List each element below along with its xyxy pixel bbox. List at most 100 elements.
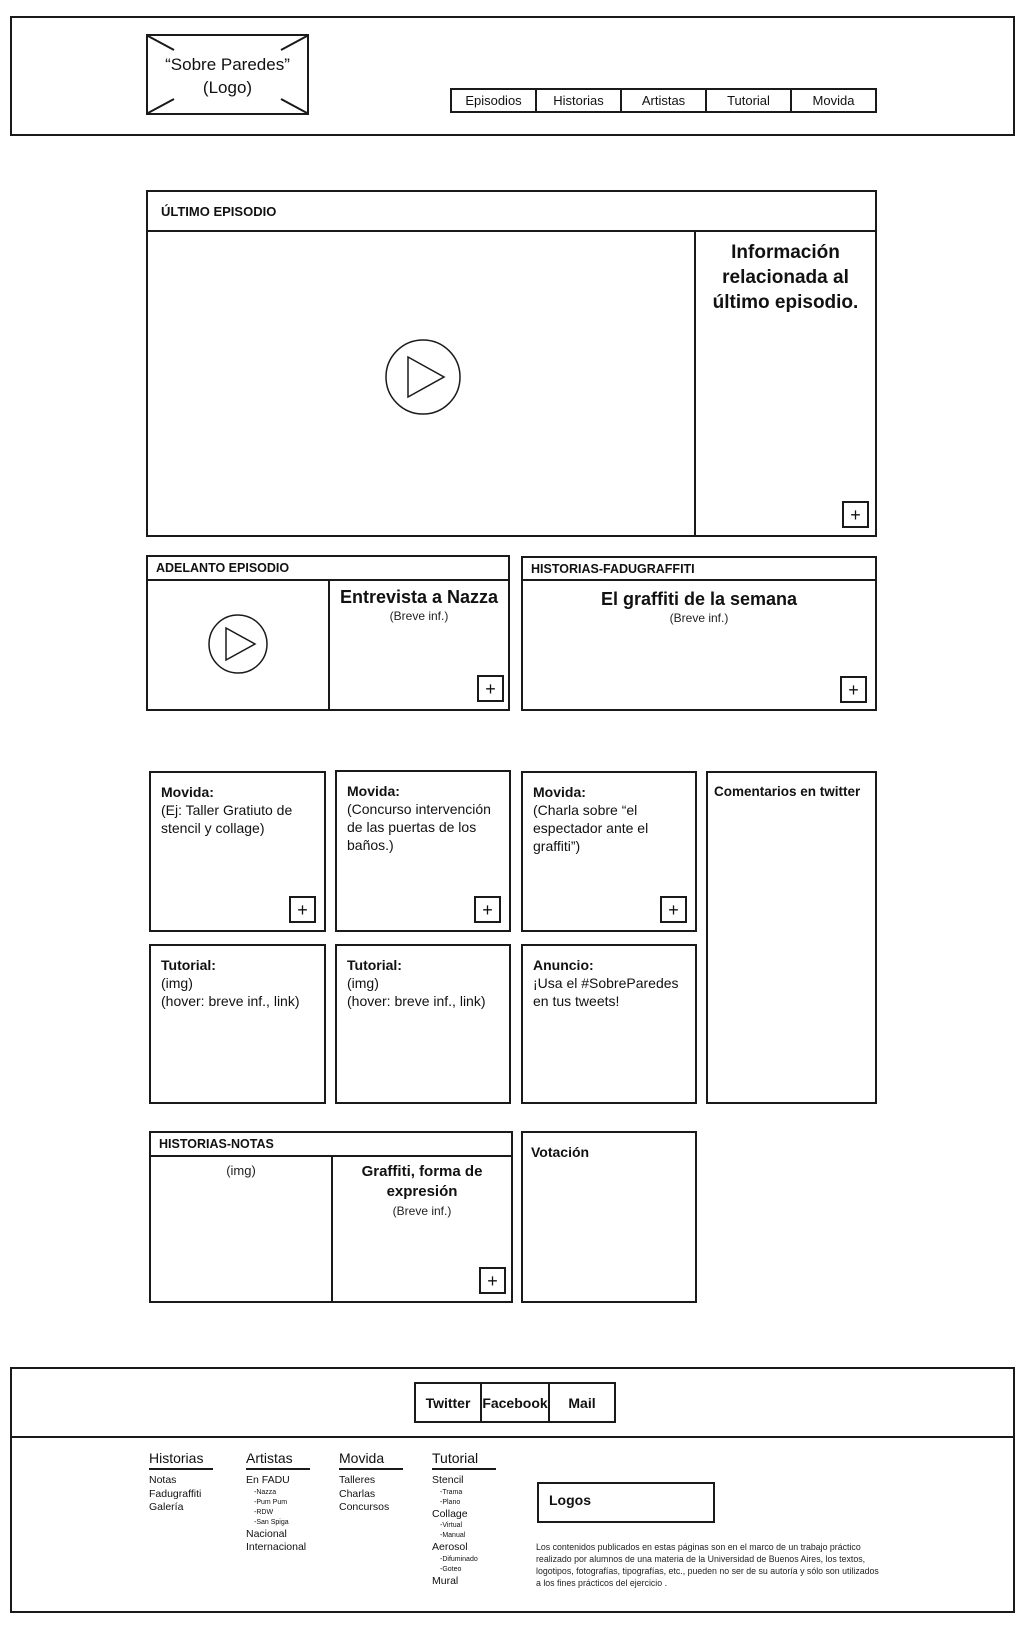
card-text: ¡Usa el #SobreParedes en tus tweets! bbox=[533, 975, 679, 1009]
adelanto-episodio-panel: ADELANTO EPISODIO Entrevista a Nazza (Br… bbox=[146, 555, 510, 711]
footer-link[interactable]: En FADU bbox=[246, 1474, 290, 1486]
historias-fadugraffiti-panel: HISTORIAS-FADUGRAFFITI El graffiti de la… bbox=[521, 556, 877, 711]
card-text: (Charla sobre “el espectador ante el gra… bbox=[533, 802, 649, 854]
divider bbox=[694, 232, 696, 535]
tutorial-card[interactable]: Tutorial: (img) (hover: breve inf., link… bbox=[335, 944, 511, 1104]
footer-link[interactable]: Stencil bbox=[432, 1474, 464, 1486]
panel-title: HISTORIAS-NOTAS bbox=[151, 1133, 511, 1157]
footer-sublink[interactable]: -Manual bbox=[440, 1532, 466, 1539]
twitter-comments-panel: Comentarios en twitter bbox=[706, 771, 877, 1104]
brief-info: (Breve inf.) bbox=[392, 1204, 452, 1218]
expand-plus-button[interactable]: + bbox=[842, 501, 869, 528]
expand-plus-button[interactable]: + bbox=[660, 896, 687, 923]
play-icon[interactable] bbox=[207, 613, 269, 675]
movida-card[interactable]: Movida: (Concurso intervención de las pu… bbox=[335, 770, 511, 932]
headline-line: Graffiti, forma de bbox=[361, 1163, 483, 1180]
tutorial-card[interactable]: Tutorial: (img) (hover: breve inf., link… bbox=[149, 944, 326, 1104]
info-line: último episodio. bbox=[712, 292, 859, 313]
card-label: Tutorial: bbox=[161, 957, 216, 973]
mail-button[interactable]: Mail bbox=[550, 1384, 616, 1421]
footer-link[interactable]: Notas bbox=[149, 1474, 177, 1486]
card-label: Movida: bbox=[161, 784, 214, 800]
logo-line-2: (Logo) bbox=[202, 78, 253, 97]
movida-card[interactable]: Movida: (Ej: Taller Gratiuto de stencil … bbox=[149, 771, 326, 932]
footer-sublink[interactable]: -Trama bbox=[440, 1488, 463, 1496]
nav-tab-artistas[interactable]: Artistas bbox=[622, 90, 707, 111]
footer-heading[interactable]: Historias bbox=[149, 1450, 213, 1470]
panel-title: ÚLTIMO EPISODIO bbox=[148, 192, 875, 232]
social-links: Twitter Facebook Mail bbox=[414, 1382, 616, 1423]
twitter-button[interactable]: Twitter bbox=[416, 1384, 482, 1421]
logo-text: “Sobre Paredes” (Logo) bbox=[148, 53, 307, 99]
brief-info: (Breve inf.) bbox=[389, 609, 449, 623]
info-line: relacionada al bbox=[722, 267, 849, 288]
footer-link[interactable]: Fadugraffiti bbox=[149, 1487, 202, 1500]
footer-sublink[interactable]: -Plano bbox=[440, 1498, 461, 1506]
logo-placeholder[interactable]: “Sobre Paredes” (Logo) bbox=[146, 34, 309, 115]
footer-column-historias: Historias Notas Fadugraffiti Galería bbox=[149, 1450, 213, 1515]
footer-link[interactable]: Galería bbox=[149, 1501, 184, 1513]
footer-sublink[interactable]: -Nazza bbox=[254, 1488, 277, 1496]
card-text: (Ej: Taller Gratiuto de stencil y collag… bbox=[161, 802, 293, 836]
footer-sublink[interactable]: -Virtual bbox=[440, 1522, 463, 1529]
card-text: (Concurso intervención de las puertas de… bbox=[347, 801, 491, 853]
main-nav: Episodios Historias Artistas Tutorial Mo… bbox=[450, 88, 877, 113]
card-label: Movida: bbox=[347, 783, 400, 799]
footer-link[interactable]: Nacional bbox=[246, 1527, 287, 1540]
card-text: (img) (hover: breve inf., link) bbox=[347, 975, 486, 1009]
expand-plus-button[interactable]: + bbox=[479, 1267, 506, 1294]
footer-link[interactable]: Charlas bbox=[339, 1487, 376, 1500]
video-player[interactable] bbox=[148, 581, 328, 709]
card-label: Tutorial: bbox=[347, 957, 402, 973]
footer-column-artistas: Artistas En FADU -Nazza -Pum Pum -RDW -S… bbox=[246, 1450, 310, 1555]
panel-title: HISTORIAS-FADUGRAFFITI bbox=[523, 558, 875, 581]
play-icon[interactable] bbox=[384, 338, 462, 416]
footer-link[interactable]: Talleres bbox=[339, 1474, 376, 1486]
image-placeholder: (img) bbox=[226, 1163, 256, 1178]
footer-heading[interactable]: Tutorial bbox=[432, 1450, 496, 1470]
footer-social-bar bbox=[10, 1367, 1015, 1438]
headline: Entrevista a Nazza bbox=[339, 587, 499, 607]
expand-plus-button[interactable]: + bbox=[477, 675, 504, 702]
expand-plus-button[interactable]: + bbox=[474, 896, 501, 923]
footer-sublink[interactable]: -San Spiga bbox=[254, 1518, 289, 1526]
image-placeholder-icon bbox=[148, 36, 307, 113]
historias-notas-panel: HISTORIAS-NOTAS (img) Graffiti, forma de… bbox=[149, 1131, 513, 1303]
divider bbox=[331, 1157, 333, 1301]
footer-link[interactable]: Concursos bbox=[339, 1501, 390, 1513]
nav-tab-movida[interactable]: Movida bbox=[792, 90, 877, 111]
footer-link[interactable]: Internacional bbox=[246, 1541, 307, 1553]
movida-card[interactable]: Movida: (Charla sobre “el espectador ant… bbox=[521, 771, 697, 932]
ultimo-episodio-panel: ÚLTIMO EPISODIO Información relacionada … bbox=[146, 190, 877, 537]
nav-tab-episodios[interactable]: Episodios bbox=[452, 90, 537, 111]
footer-sublink[interactable]: -Goteo bbox=[440, 1565, 462, 1573]
panel-title: ADELANTO EPISODIO bbox=[148, 557, 508, 581]
related-info-text: Información relacionada al último episod… bbox=[696, 240, 875, 315]
info-line: Información bbox=[731, 242, 840, 263]
card-label: Movida: bbox=[533, 784, 586, 800]
footer-sublink[interactable]: -Difuminado bbox=[440, 1555, 478, 1563]
site-header bbox=[10, 16, 1015, 136]
disclaimer-text: Los contenidos publicados en estas págin… bbox=[536, 1542, 879, 1588]
footer-heading[interactable]: Artistas bbox=[246, 1450, 310, 1470]
nav-tab-historias[interactable]: Historias bbox=[537, 90, 622, 111]
facebook-button[interactable]: Facebook bbox=[482, 1384, 550, 1421]
footer-sublink[interactable]: -RDW bbox=[254, 1508, 274, 1516]
footer-link[interactable]: Aerosol bbox=[432, 1541, 468, 1553]
nav-tab-tutorial[interactable]: Tutorial bbox=[707, 90, 792, 111]
card-text: (img) (hover: breve inf., link) bbox=[161, 975, 300, 1009]
card-label: Anuncio: bbox=[533, 957, 594, 973]
footer-sublink[interactable]: -Pum Pum bbox=[254, 1498, 288, 1506]
logos-placeholder: Logos bbox=[537, 1482, 715, 1523]
expand-plus-button[interactable]: + bbox=[289, 896, 316, 923]
panel-title: Comentarios en twitter bbox=[714, 784, 861, 799]
footer-link[interactable]: Mural bbox=[432, 1574, 459, 1587]
footer-link[interactable]: Collage bbox=[432, 1507, 468, 1520]
expand-plus-button[interactable]: + bbox=[840, 676, 867, 703]
footer-column-tutorial: Tutorial Stencil -Trama -Plano Collage -… bbox=[432, 1450, 496, 1588]
footer-heading[interactable]: Movida bbox=[339, 1450, 403, 1470]
video-player[interactable] bbox=[148, 232, 694, 535]
votacion-panel[interactable]: Votación bbox=[521, 1131, 697, 1303]
logo-line-1: “Sobre Paredes” bbox=[165, 55, 290, 74]
headline: Graffiti, forma de expresión bbox=[333, 1162, 511, 1202]
